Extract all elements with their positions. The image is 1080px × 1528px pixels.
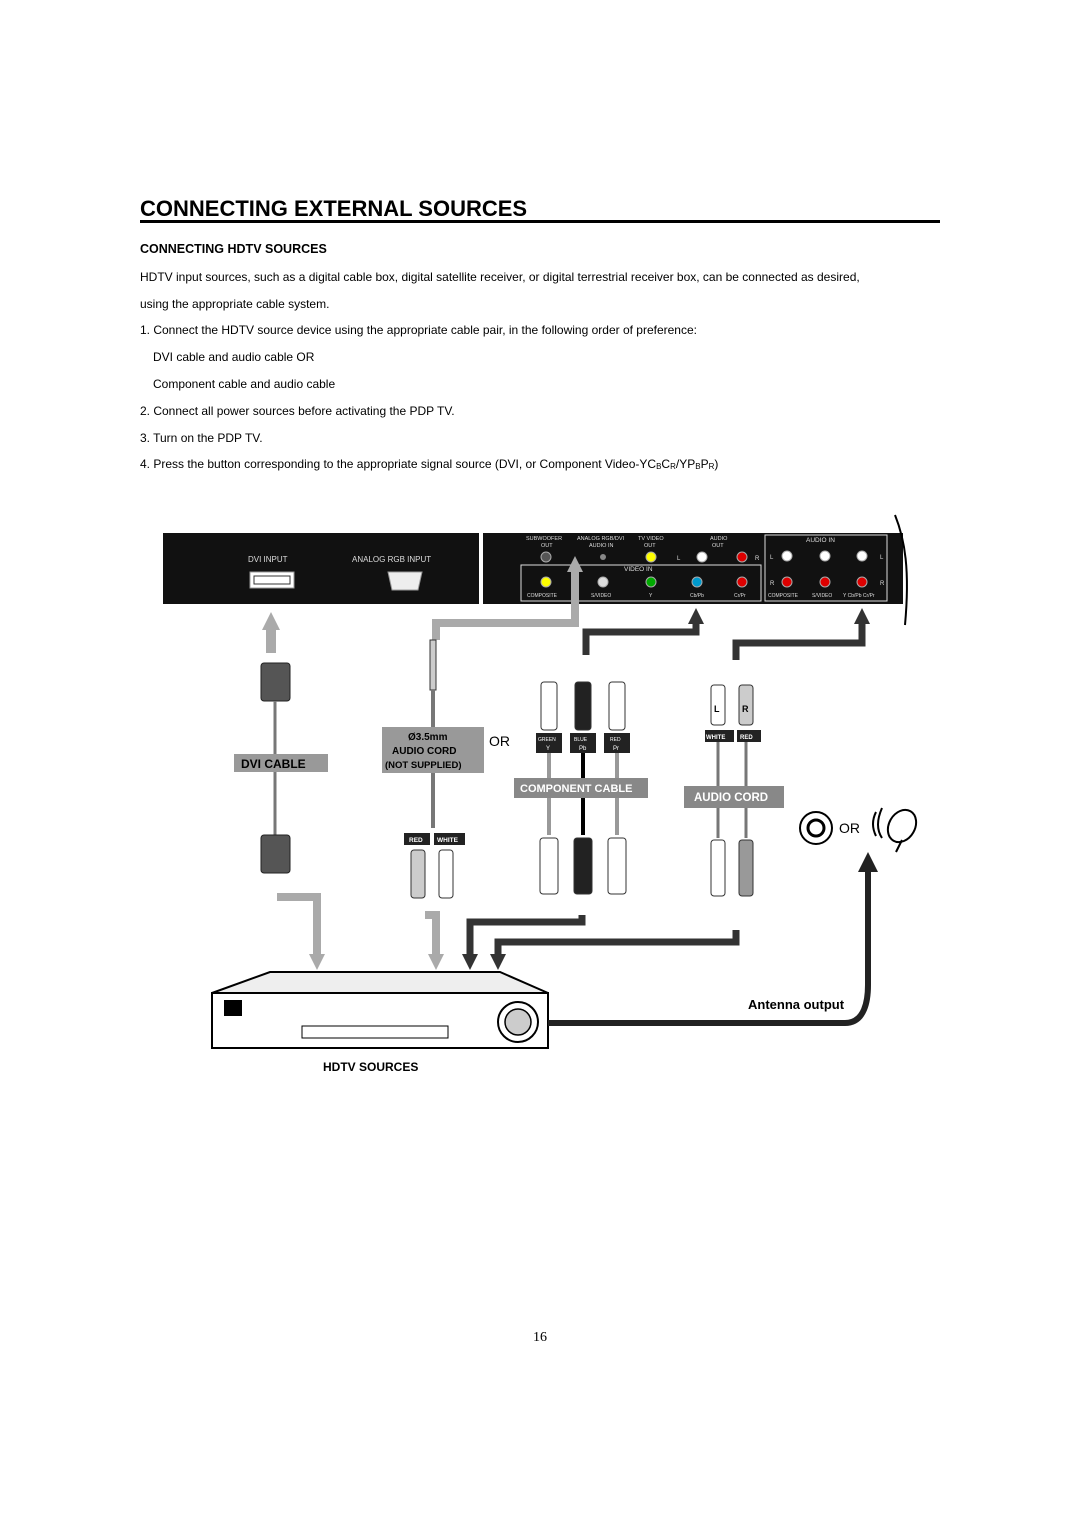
svg-text:AUDIO CORD: AUDIO CORD — [392, 746, 456, 757]
svg-text:RED: RED — [610, 737, 621, 743]
dvi-down-arrow — [277, 893, 321, 958]
analog-rgb-input-label: ANALOG RGB INPUT — [352, 555, 431, 564]
svg-text:R: R — [770, 581, 775, 587]
svg-text:BLUE: BLUE — [574, 737, 588, 743]
component-arrow — [582, 622, 700, 655]
svg-text:Y: Y — [546, 746, 550, 752]
svg-text:Ø3.5mm: Ø3.5mm — [408, 732, 448, 743]
audio-cord-down-arrow — [494, 930, 740, 958]
tv-panel-left: DVI INPUT ANALOG RGB INPUT — [163, 533, 479, 604]
svg-text:ANALOG RGB/DVI: ANALOG RGB/DVI — [577, 536, 625, 542]
antenna-output-label: Antenna output — [748, 997, 845, 1012]
svg-text:Y Cb/Pb Cr/Pr: Y Cb/Pb Cr/Pr — [843, 593, 875, 599]
svg-text:WHITE: WHITE — [437, 837, 459, 844]
svg-text:COMPOSITE: COMPOSITE — [527, 593, 558, 599]
svg-text:Cr/Pr: Cr/Pr — [734, 593, 746, 599]
svg-text:COMPONENT CABLE: COMPONENT CABLE — [520, 783, 632, 795]
dvi-input-label: DVI INPUT — [248, 555, 288, 564]
svg-text:AUDIO IN: AUDIO IN — [589, 543, 613, 549]
mini-jack-audio-cord: Ø3.5mm AUDIO CORD (NOT SUPPLIED) OR RED … — [382, 639, 510, 899]
page-title: CONNECTING EXTERNAL SOURCES — [140, 196, 528, 221]
audio-jack-down-arrow — [425, 911, 440, 958]
step-4: 4. Press the button corresponding to the… — [140, 457, 719, 471]
svg-text:WHITE: WHITE — [706, 735, 725, 741]
svg-text:RED: RED — [409, 837, 423, 844]
svg-text:RED: RED — [740, 735, 753, 741]
svg-text:L: L — [880, 555, 884, 561]
step-1-option-2: Component cable and audio cable — [153, 377, 336, 391]
svg-text:Cb/Pb: Cb/Pb — [690, 593, 704, 599]
page-number: 16 — [533, 1330, 547, 1345]
rca-audio-cord: L R WHITE RED AUDIO CORD — [684, 684, 784, 897]
dvi-port-icon — [249, 571, 295, 589]
svg-text:OR: OR — [839, 820, 860, 836]
svg-text:VIDEO IN: VIDEO IN — [624, 566, 653, 573]
svg-text:Y: Y — [649, 593, 653, 599]
dvi-cable-label: DVI CABLE — [241, 757, 306, 771]
svg-text:OR: OR — [489, 733, 510, 749]
vga-port-icon — [387, 571, 423, 591]
svg-text:(NOT SUPPLIED): (NOT SUPPLIED) — [385, 760, 462, 771]
svg-text:L: L — [677, 556, 681, 562]
step-1: 1. Connect the HDTV source device using … — [140, 323, 697, 337]
intro-line-1: HDTV input sources, such as a digital ca… — [140, 270, 860, 284]
svg-text:AUDIO: AUDIO — [710, 536, 728, 542]
dvi-cable: DVI CABLE — [234, 662, 328, 874]
tv-panel-right: SUBWOOFER OUT ANALOG RGB/DVI AUDIO IN TV… — [483, 514, 908, 626]
svg-text:SUBWOOFER: SUBWOOFER — [526, 536, 562, 542]
svg-text:GREEN: GREEN — [538, 737, 556, 743]
step-3: 3. Turn on the PDP TV. — [140, 431, 263, 445]
component-cable: GREEN BLUE RED Y Pb Pr COMPONENT CABLE — [514, 681, 648, 895]
component-down-arrow — [466, 915, 586, 958]
svg-text:R: R — [742, 704, 749, 714]
hdtv-sources-label: HDTV SOURCES — [323, 1060, 418, 1074]
svg-text:TV VIDEO: TV VIDEO — [638, 536, 664, 542]
svg-text:Pr: Pr — [613, 746, 619, 752]
dvi-up-arrow — [262, 612, 280, 653]
step-1-option-1: DVI cable and audio cable OR — [153, 350, 315, 364]
svg-text:OUT: OUT — [644, 543, 656, 549]
svg-text:OUT: OUT — [541, 543, 553, 549]
section-heading: CONNECTING HDTV SOURCES — [140, 242, 327, 256]
svg-text:S/VIDEO: S/VIDEO — [591, 593, 611, 599]
intro-line-2: using the appropriate cable system. — [140, 297, 330, 311]
svg-text:L: L — [770, 555, 774, 561]
svg-text:L: L — [714, 704, 720, 714]
step-2: 2. Connect all power sources before acti… — [140, 404, 455, 418]
svg-text:OUT: OUT — [712, 543, 724, 549]
title-rule — [140, 220, 940, 223]
hdtv-source-device — [211, 971, 549, 1049]
svg-text:AUDIO IN: AUDIO IN — [806, 537, 835, 544]
audio-cord-arrow — [732, 622, 866, 660]
svg-text:R: R — [880, 581, 885, 587]
audio-jack-arrow — [432, 568, 579, 640]
svg-text:Pb: Pb — [579, 746, 587, 752]
svg-text:S/VIDEO: S/VIDEO — [812, 593, 832, 599]
svg-text:AUDIO CORD: AUDIO CORD — [694, 792, 768, 804]
antenna-cable — [548, 868, 871, 1026]
satellite-dish-icon — [872, 807, 918, 853]
svg-text:COMPOSITE: COMPOSITE — [768, 593, 799, 599]
svg-text:R: R — [755, 556, 760, 562]
antenna-connector-icon: OR — [799, 811, 860, 845]
